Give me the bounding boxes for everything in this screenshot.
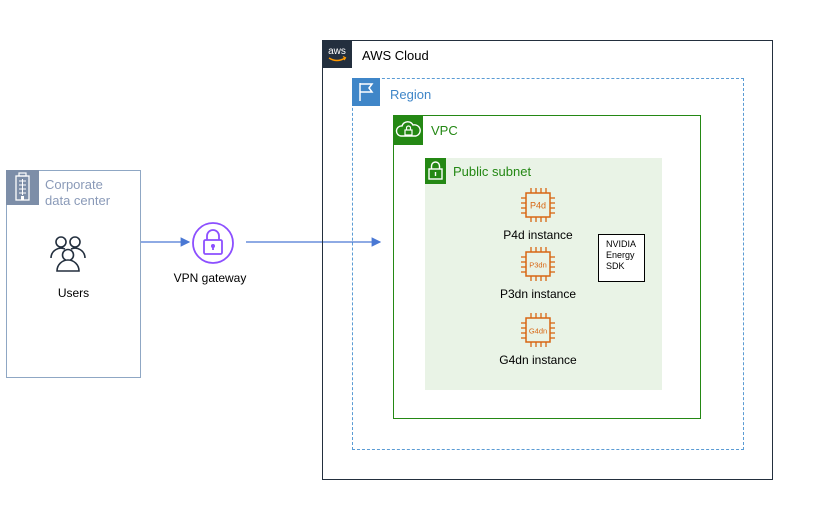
chip-label: G4dn: [529, 327, 547, 336]
users-icon: [48, 234, 88, 279]
aws-logo-icon: aws: [322, 40, 352, 68]
instance-label: P3dn instance: [499, 287, 577, 301]
ec2-instance-chip-icon: G4dn: [519, 311, 557, 354]
vpc-group: [393, 115, 701, 419]
chip-label: P3dn: [529, 261, 547, 270]
region-flag-icon: [352, 78, 380, 106]
instance-label: P4d instance: [503, 228, 573, 242]
region-label: Region: [390, 87, 432, 102]
corporate-data-center-group: [6, 170, 141, 378]
svg-text:aws: aws: [328, 46, 346, 57]
vpc-label: VPC: [431, 123, 458, 138]
aws-cloud-label: AWS Cloud: [362, 48, 429, 63]
nvidia-energy-sdk-box: NVIDIA Energy SDK: [598, 234, 645, 282]
aws-cloud-group: [322, 40, 773, 480]
corporate-data-center-label: Corporate data center: [45, 177, 111, 208]
vpc-cloud-icon: [393, 115, 423, 145]
office-building-icon: [6, 170, 39, 205]
region-group: [352, 78, 744, 450]
subnet-lock-icon: [425, 158, 446, 184]
users-label: Users: [57, 286, 90, 300]
vpn-gateway-label: VPN gateway: [173, 271, 247, 285]
instance-label: G4dn instance: [499, 353, 577, 367]
chip-label: P4d: [530, 201, 546, 211]
ec2-instance-chip-icon: P4d: [519, 186, 557, 229]
ec2-instance-chip-icon: P3dn: [519, 245, 557, 288]
vpn-lock-icon: [191, 221, 235, 270]
public-subnet-label: Public subnet: [453, 164, 532, 179]
